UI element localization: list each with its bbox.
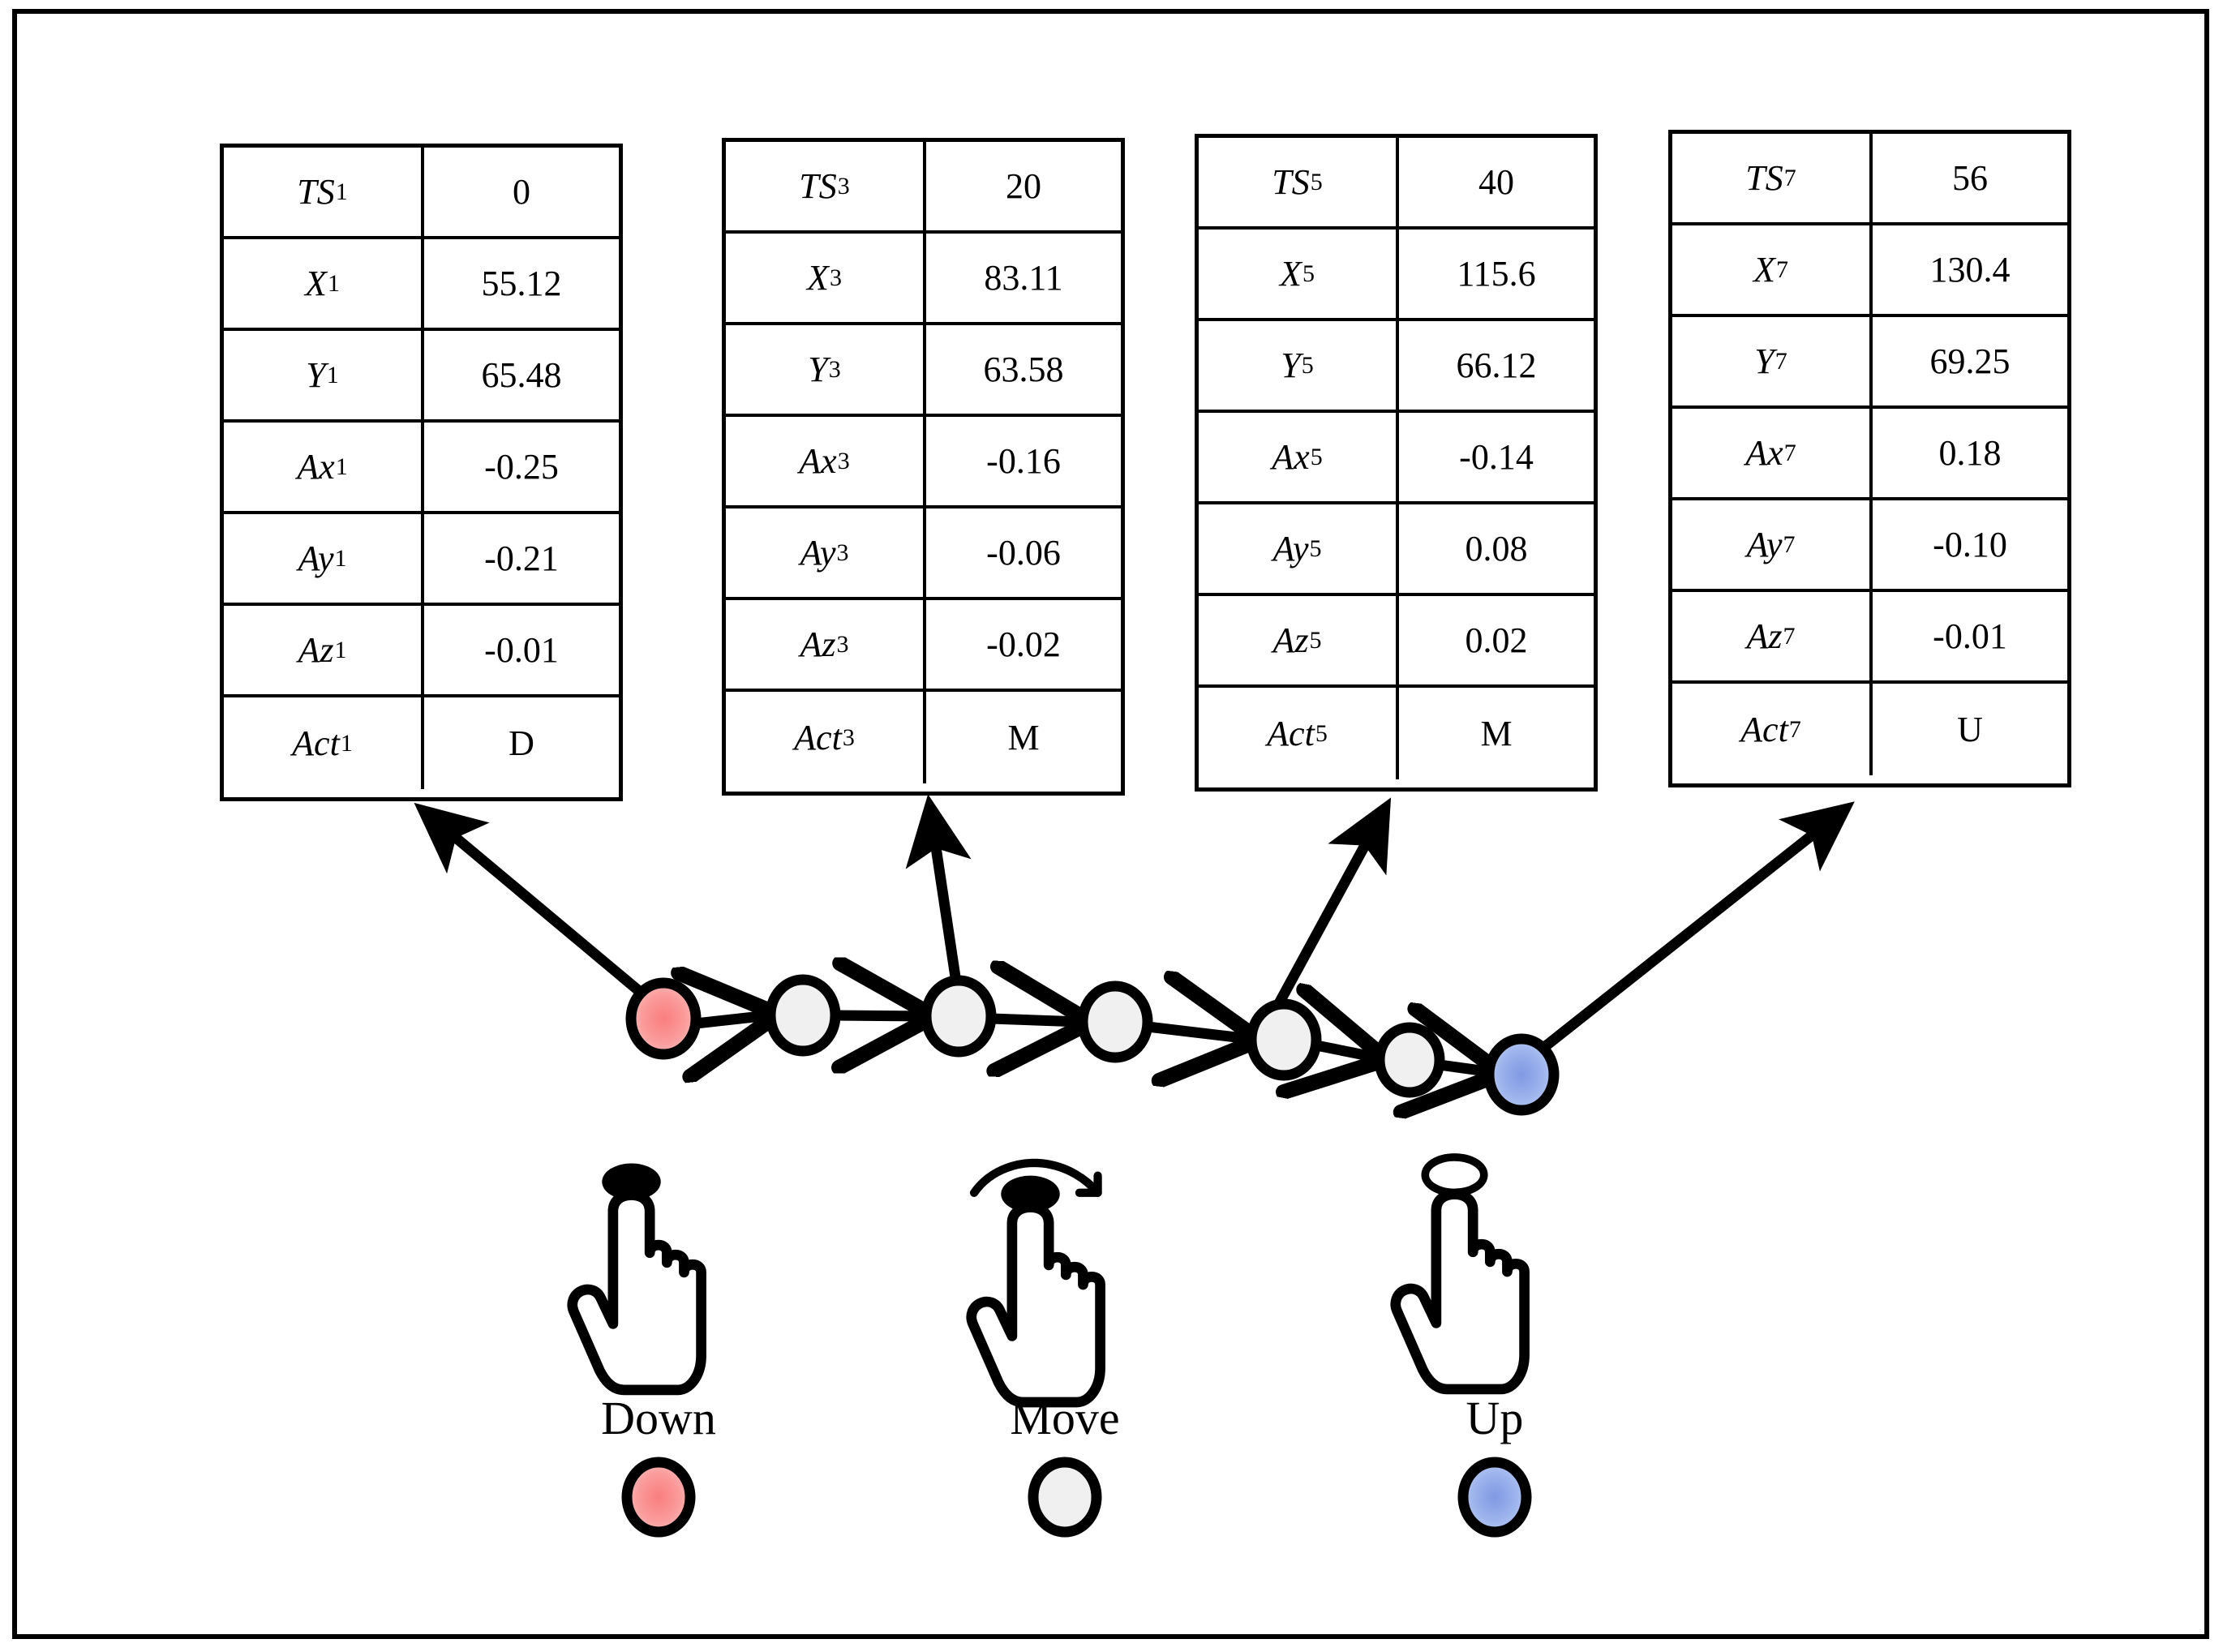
row-value: 130.4	[1929, 249, 2011, 290]
gesture-label-down: Down	[601, 1392, 716, 1444]
row-value: 83.11	[984, 257, 1063, 298]
row-value: -0.01	[1933, 616, 2007, 656]
row-value: -0.02	[986, 624, 1061, 664]
row-value: 56	[1952, 157, 1988, 198]
row-value: -0.21	[484, 538, 559, 578]
row-value: M	[1480, 713, 1513, 753]
row-value: M	[1007, 717, 1040, 757]
row-value: -0.06	[986, 532, 1061, 573]
row-value: -0.01	[484, 629, 559, 670]
row-value: 69.25	[1929, 341, 2011, 381]
row-value: 0.18	[1938, 432, 2002, 473]
row-value: 55.12	[481, 263, 562, 303]
row-value: 0.02	[1465, 620, 1528, 660]
row-value: -0.16	[986, 440, 1061, 481]
row-value: D	[509, 723, 534, 763]
row-value: 115.6	[1457, 253, 1536, 294]
row-value: -0.10	[1933, 524, 2007, 564]
gesture-label-move: Move	[1010, 1392, 1120, 1444]
row-value: 65.48	[481, 354, 562, 395]
row-value: 63.58	[983, 349, 1064, 389]
row-value: 0	[513, 171, 530, 212]
row-value: 0.08	[1465, 528, 1528, 569]
row-value: 66.12	[1456, 345, 1537, 385]
gesture-label-up: Up	[1466, 1392, 1524, 1444]
row-value: 40	[1478, 161, 1514, 202]
row-value: 20	[1006, 165, 1041, 206]
row-value: -0.14	[1459, 436, 1534, 477]
row-value: U	[1957, 709, 1983, 749]
row-value: -0.25	[484, 446, 559, 487]
